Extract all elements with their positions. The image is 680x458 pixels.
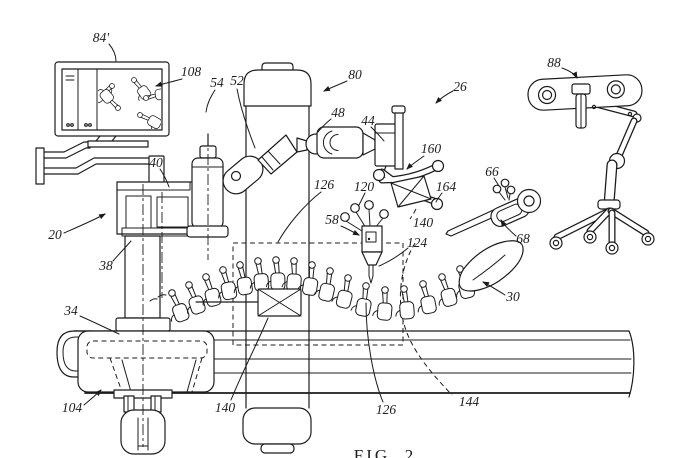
ref-label-navigation-system: 26 — [453, 79, 467, 94]
gantry-cap — [243, 69, 312, 107]
ref-label-operating-table: 104 — [62, 400, 83, 415]
ref-label-instrument-spheres: 66 — [485, 164, 499, 179]
camera-lens-right — [606, 80, 625, 99]
tracking-sphere — [431, 159, 445, 173]
ref-label-monitor: 84' — [93, 30, 111, 45]
ref-label-connection-lower: 126 — [376, 402, 397, 417]
cart-carriage — [116, 181, 194, 237]
instrument-sphere — [500, 178, 510, 188]
arm-upper-link — [257, 134, 298, 175]
camera-lens-left — [537, 85, 557, 105]
tracking-sphere — [430, 197, 444, 211]
ref-label-imaging-volume: 144 — [459, 394, 480, 409]
end-effector-guide — [374, 105, 406, 178]
centerlines — [142, 134, 209, 447]
display-monitor — [54, 61, 170, 142]
navigated-instrument — [445, 178, 542, 237]
tracking-device-160 — [372, 159, 445, 220]
ref-label-patient-spine: 30 — [505, 289, 520, 304]
spine-tail — [458, 240, 524, 292]
camera-cart — [527, 74, 655, 255]
caster-wheels — [549, 230, 655, 255]
menu-lines-icon — [65, 75, 75, 81]
leader-lines — [63, 43, 578, 406]
ref-label-display-image: 108 — [181, 64, 202, 79]
ref-label-connection-upper: 126 — [314, 177, 335, 192]
imaging-volume-outline — [232, 242, 453, 396]
ref-label-robot-arm: 52 — [230, 73, 244, 88]
ref-label-end-effector: 44 — [361, 113, 375, 128]
gantry-foot — [242, 407, 312, 445]
ref-label-tracker-anchor: 124 — [407, 235, 428, 250]
gantry-handle — [261, 62, 294, 71]
ref-label-robot-cart: 20 — [48, 227, 62, 242]
ref-label-tracking-device: 160 — [421, 141, 442, 156]
reference-labels: 84' 108 54 52 80 48 44 26 160 164 140 88… — [48, 30, 561, 417]
ref-label-rail-clamp: 34 — [63, 303, 78, 318]
ref-label-fiducial-lower: 140 — [215, 400, 236, 415]
ref-label-instrument: 68 — [516, 231, 530, 246]
ref-label-gantry: 80 — [348, 67, 362, 82]
tracking-sphere — [372, 168, 386, 182]
cart-column — [124, 235, 161, 319]
gantry-foot-tab — [260, 443, 295, 454]
ref-label-vertical-actuator: 40 — [149, 155, 163, 170]
ref-label-robot-tracker: 54 — [210, 75, 224, 90]
monitor-support-arm — [35, 140, 165, 187]
screen-indicator-dots — [66, 123, 92, 127]
ref-label-patient-tracker-spheres: 120 — [354, 179, 375, 194]
vertical-actuator-tower — [186, 133, 229, 238]
robot-cart-base — [77, 235, 215, 455]
fiducial-marker-lower — [195, 288, 302, 317]
ref-label-fiducial-upper: 140 — [413, 215, 434, 230]
patient-tracker-device — [340, 200, 389, 284]
ref-label-tracking-spheres: 164 — [436, 179, 457, 194]
robot-arm — [222, 126, 376, 195]
volume-leader-144 — [399, 242, 453, 396]
ref-label-arm-wrist: 48 — [331, 105, 345, 120]
patient-spine — [149, 240, 524, 326]
instrument-sphere — [506, 185, 516, 195]
table-break-line — [628, 330, 635, 398]
monitor-screen — [61, 68, 163, 131]
ref-label-patient-tracker: 58 — [325, 212, 339, 227]
ref-label-cart-column: 38 — [98, 258, 113, 273]
rail-clamp-body — [77, 330, 215, 393]
figure-caption: FIG. 2 — [354, 446, 416, 458]
instrument-sphere — [492, 184, 502, 194]
ref-label-camera-stand: 88 — [547, 55, 561, 70]
